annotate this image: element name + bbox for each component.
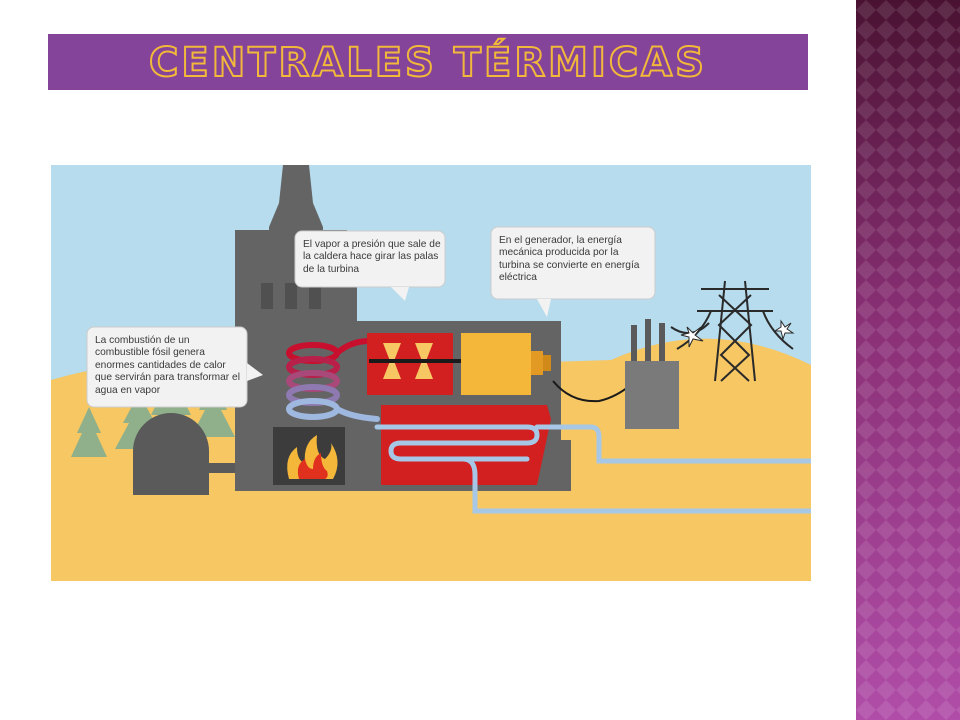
callout-generator-text: En el generador, la energía mecánica pro…: [499, 235, 640, 284]
decorative-side-strip: [856, 0, 960, 720]
thermal-plant-diagram: La combustión de un combustible fósil ge…: [51, 165, 814, 581]
title-banner: CENTRALES TÉRMICAS: [48, 34, 808, 90]
boiler-coil: [286, 338, 380, 422]
chimney: [269, 165, 323, 243]
callout-combustion-bubble: [86, 326, 263, 408]
callout-combustion-text: La combustión de un combustible fósil ge…: [95, 335, 240, 396]
generator: [461, 333, 551, 395]
slide-title: CENTRALES TÉRMICAS: [148, 39, 707, 87]
sparks: [680, 319, 795, 348]
power-line: [552, 380, 634, 403]
turbine: [367, 333, 461, 395]
fuel-tank: [133, 413, 245, 495]
water-pipes: [374, 424, 814, 514]
callout-vapor-text: El vapor a presión que sale de la calder…: [303, 239, 441, 275]
furnace: [273, 427, 345, 485]
plant-illustration: [51, 165, 814, 581]
transformer: [625, 319, 679, 429]
callout-generator-bubble: [490, 226, 656, 317]
callout-vapor-bubble: [294, 230, 446, 301]
